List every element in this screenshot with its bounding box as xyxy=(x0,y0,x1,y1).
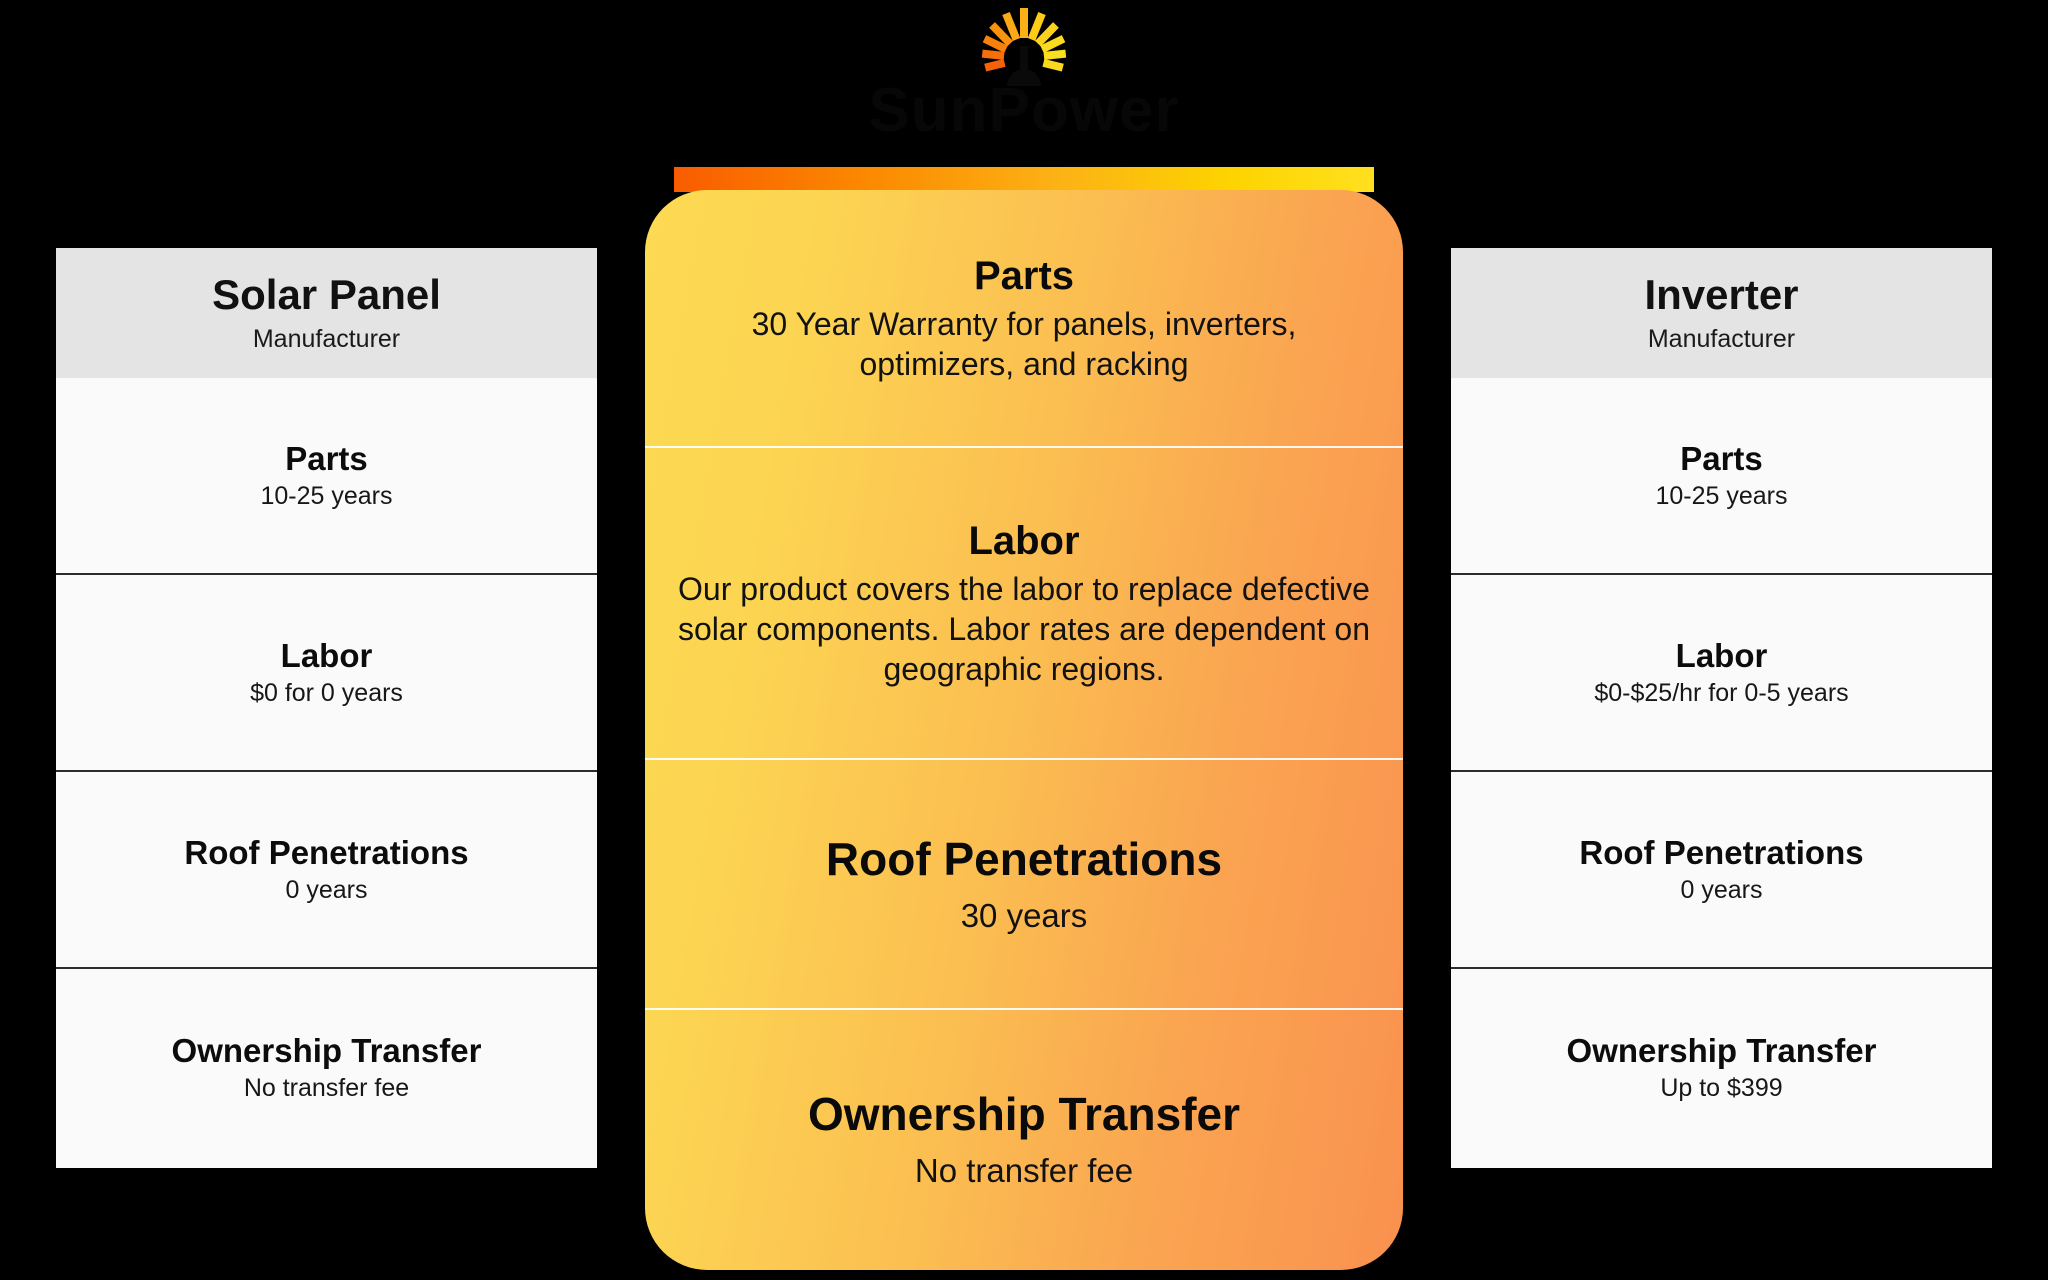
row-value: 0 years xyxy=(1680,876,1763,905)
row-label: Ownership Transfer xyxy=(807,1087,1240,1140)
row-label: Parts xyxy=(1680,439,1763,477)
highlight-row-ownership-transfer: Ownership Transfer No transfer fee xyxy=(645,1010,1403,1268)
row-value: $0-$25/hr for 0-5 years xyxy=(1594,679,1849,708)
row-description: Our product covers the labor to replace … xyxy=(677,571,1370,687)
brand-gradient-bar xyxy=(674,167,1374,192)
row-label: Roof Penetrations xyxy=(184,833,469,871)
row-label: Labor xyxy=(968,519,1080,563)
row-description: 30 years xyxy=(960,896,1088,934)
row-value: 0 years xyxy=(285,876,368,905)
table-row: Ownership Transfer No transfer fee xyxy=(56,969,597,1166)
table-row: Roof Penetrations 0 years xyxy=(56,772,597,969)
comparison-card-inverter: Inverter Manufacturer Parts 10-25 years … xyxy=(1451,248,1992,1168)
highlight-warranty-card: Parts 30 Year Warranty for panels, inver… xyxy=(645,190,1403,1270)
card-title: Solar Panel xyxy=(212,271,441,319)
table-row: Ownership Transfer Up to $399 xyxy=(1451,969,1992,1166)
row-value: 10-25 years xyxy=(1655,482,1788,511)
card-title: Inverter xyxy=(1644,271,1799,319)
table-row: Parts 10-25 years xyxy=(1451,378,1992,575)
row-description: 30 Year Warranty for panels, inverters, … xyxy=(751,306,1297,382)
row-label: Labor xyxy=(280,636,373,674)
highlight-row-parts: Parts 30 Year Warranty for panels, inver… xyxy=(645,190,1403,448)
card-header: Solar Panel Manufacturer xyxy=(56,248,597,378)
row-label: Ownership Transfer xyxy=(1566,1031,1877,1069)
highlight-row-labor: Labor Our product covers the labor to re… xyxy=(645,448,1403,760)
table-row: Labor $0-$25/hr for 0-5 years xyxy=(1451,575,1992,772)
row-value: 10-25 years xyxy=(260,482,393,511)
row-label: Ownership Transfer xyxy=(171,1031,482,1069)
row-label: Parts xyxy=(973,254,1075,298)
table-row: Roof Penetrations 0 years xyxy=(1451,772,1992,969)
card-subtitle: Manufacturer xyxy=(252,324,401,353)
brand-wordmark: SunPower xyxy=(868,76,1180,145)
table-row: Parts 10-25 years xyxy=(56,378,597,575)
comparison-card-solar-panel: Solar Panel Manufacturer Parts 10-25 yea… xyxy=(56,248,597,1168)
row-label: Parts xyxy=(285,439,368,477)
card-subtitle: Manufacturer xyxy=(1647,324,1796,353)
row-label: Roof Penetrations xyxy=(1579,833,1864,871)
brand-header: SunPower xyxy=(0,0,2048,200)
table-row: Labor $0 for 0 years xyxy=(56,575,597,772)
highlight-row-roof-penetrations: Roof Penetrations 30 years xyxy=(645,760,1403,1010)
row-value: No transfer fee xyxy=(243,1074,410,1103)
row-description: No transfer fee xyxy=(914,1151,1134,1189)
sunburst-icon xyxy=(949,6,1099,86)
card-header: Inverter Manufacturer xyxy=(1451,248,1992,378)
row-value: $0 for 0 years xyxy=(250,679,403,708)
row-label: Labor xyxy=(1675,636,1768,674)
row-label: Roof Penetrations xyxy=(825,832,1223,885)
row-value: Up to $399 xyxy=(1660,1074,1783,1103)
